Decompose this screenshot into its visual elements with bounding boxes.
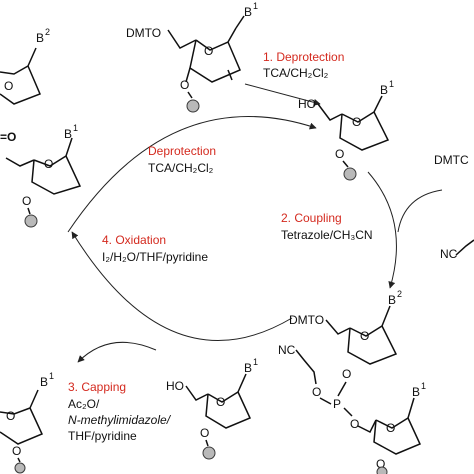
capping-reagent-3: THF/pyridine (68, 429, 137, 443)
dmt-protected-nucleoside: DMTO O B 1 O (126, 1, 258, 113)
ring-oxygen: O (216, 395, 225, 409)
base-b1-sup: 1 (421, 381, 426, 391)
cycle-product-oligo: B 2 O =O O B 1 O (0, 27, 82, 228)
capping-step-label: 3. Capping (68, 380, 126, 394)
coupling-arrow (367, 171, 397, 289)
oxygen-3prime: O (335, 147, 344, 161)
oxygen-cyanoethyl: O (312, 385, 321, 399)
ring-oxygen: O (44, 157, 53, 171)
dmto-label: DMTO (126, 26, 161, 40)
cycle-deprotection-reagent: TCA/CH₂Cl₂ (148, 161, 214, 175)
coupling-step-reagent: Tetrazole/CH₃CN (281, 228, 373, 242)
ring-oxygen: O (204, 44, 213, 58)
base-b1-sup: 1 (389, 79, 394, 89)
uncapped-failure-sequence: HO O B 1 O (166, 357, 258, 460)
capping-reagent-2: N-methylimidazole/ (68, 413, 172, 427)
solid-support-bead (14, 462, 26, 474)
oxidation-arrow (71, 231, 293, 341)
solid-support-bead (343, 167, 357, 181)
oxidation-step-reagent: I₂/H₂O/THF/pyridine (102, 250, 208, 264)
solid-support-bead (376, 466, 388, 474)
base-b1-sup: 1 (73, 123, 78, 133)
base-b1: B (64, 127, 72, 141)
base-b1: B (380, 83, 388, 97)
capped-nucleoside: B 1 O O (0, 371, 54, 474)
oxygen-3prime: O (200, 426, 209, 440)
phosphate-oxo: =O (0, 130, 16, 144)
phosphoramidite-entry-arrow (397, 189, 443, 233)
base-b2-sup: 2 (397, 289, 402, 299)
cycle-deprotection-label: Deprotection (148, 144, 216, 158)
oxygen-3prime: O (12, 444, 21, 458)
solid-support-bead (186, 99, 200, 113)
coupling-step-label: 2. Coupling (281, 211, 342, 225)
base-b2: B (388, 293, 396, 307)
ho-label: HO (166, 379, 184, 393)
phosphoramidite-nc-label: NC (440, 247, 458, 261)
base-b1: B (412, 385, 420, 399)
capping-arrow (77, 341, 157, 363)
oxygen-3prime: O (22, 194, 31, 208)
phosphite-triester-dinucleotide: DMTO O B 2 O P NC O O O B 1 O (278, 289, 426, 474)
dmto-label: DMTO (289, 313, 324, 327)
solid-support-bead (24, 214, 38, 228)
deprotection-arrow (244, 83, 321, 106)
solid-support-bead (202, 446, 216, 460)
oxidation-step-label: 4. Oxidation (102, 233, 166, 247)
base-b2-sup: 2 (45, 27, 50, 37)
base-b1: B (244, 361, 252, 375)
base-b1-sup: 1 (49, 371, 54, 381)
base-b1-sup: 1 (253, 1, 258, 11)
ring-oxygen: O (6, 409, 15, 423)
oxygen-5prime: O (350, 417, 359, 431)
phosphoramidite-dmt-label: DMTC (434, 153, 469, 167)
base-b2: B (36, 31, 44, 45)
cyanoethyl-nc-label: NC (278, 343, 296, 357)
deprotection-step-reagent: TCA/CH₂Cl₂ (263, 66, 329, 80)
oxygen-3prime: O (342, 367, 351, 381)
detritylated-nucleoside: HO O B 1 O (298, 79, 394, 181)
base-b1: B (244, 5, 252, 19)
capping-reagent-1: Ac₂O/ (68, 397, 100, 411)
oxygen-3prime: O (180, 78, 189, 92)
ring-oxygen: O (352, 115, 361, 129)
base-b1-sup: 1 (253, 357, 258, 367)
ring-oxygen: O (386, 421, 395, 435)
ring-oxygen: O (360, 329, 369, 343)
phosphorus-label: P (333, 397, 341, 411)
base-b1: B (40, 375, 48, 389)
oxygen-3prime: O (376, 457, 385, 471)
ho-label: HO (298, 97, 316, 111)
cycle-deprotection-arrow (67, 116, 317, 233)
ring-oxygen: O (4, 79, 13, 93)
deprotection-step-label: 1. Deprotection (263, 50, 344, 64)
